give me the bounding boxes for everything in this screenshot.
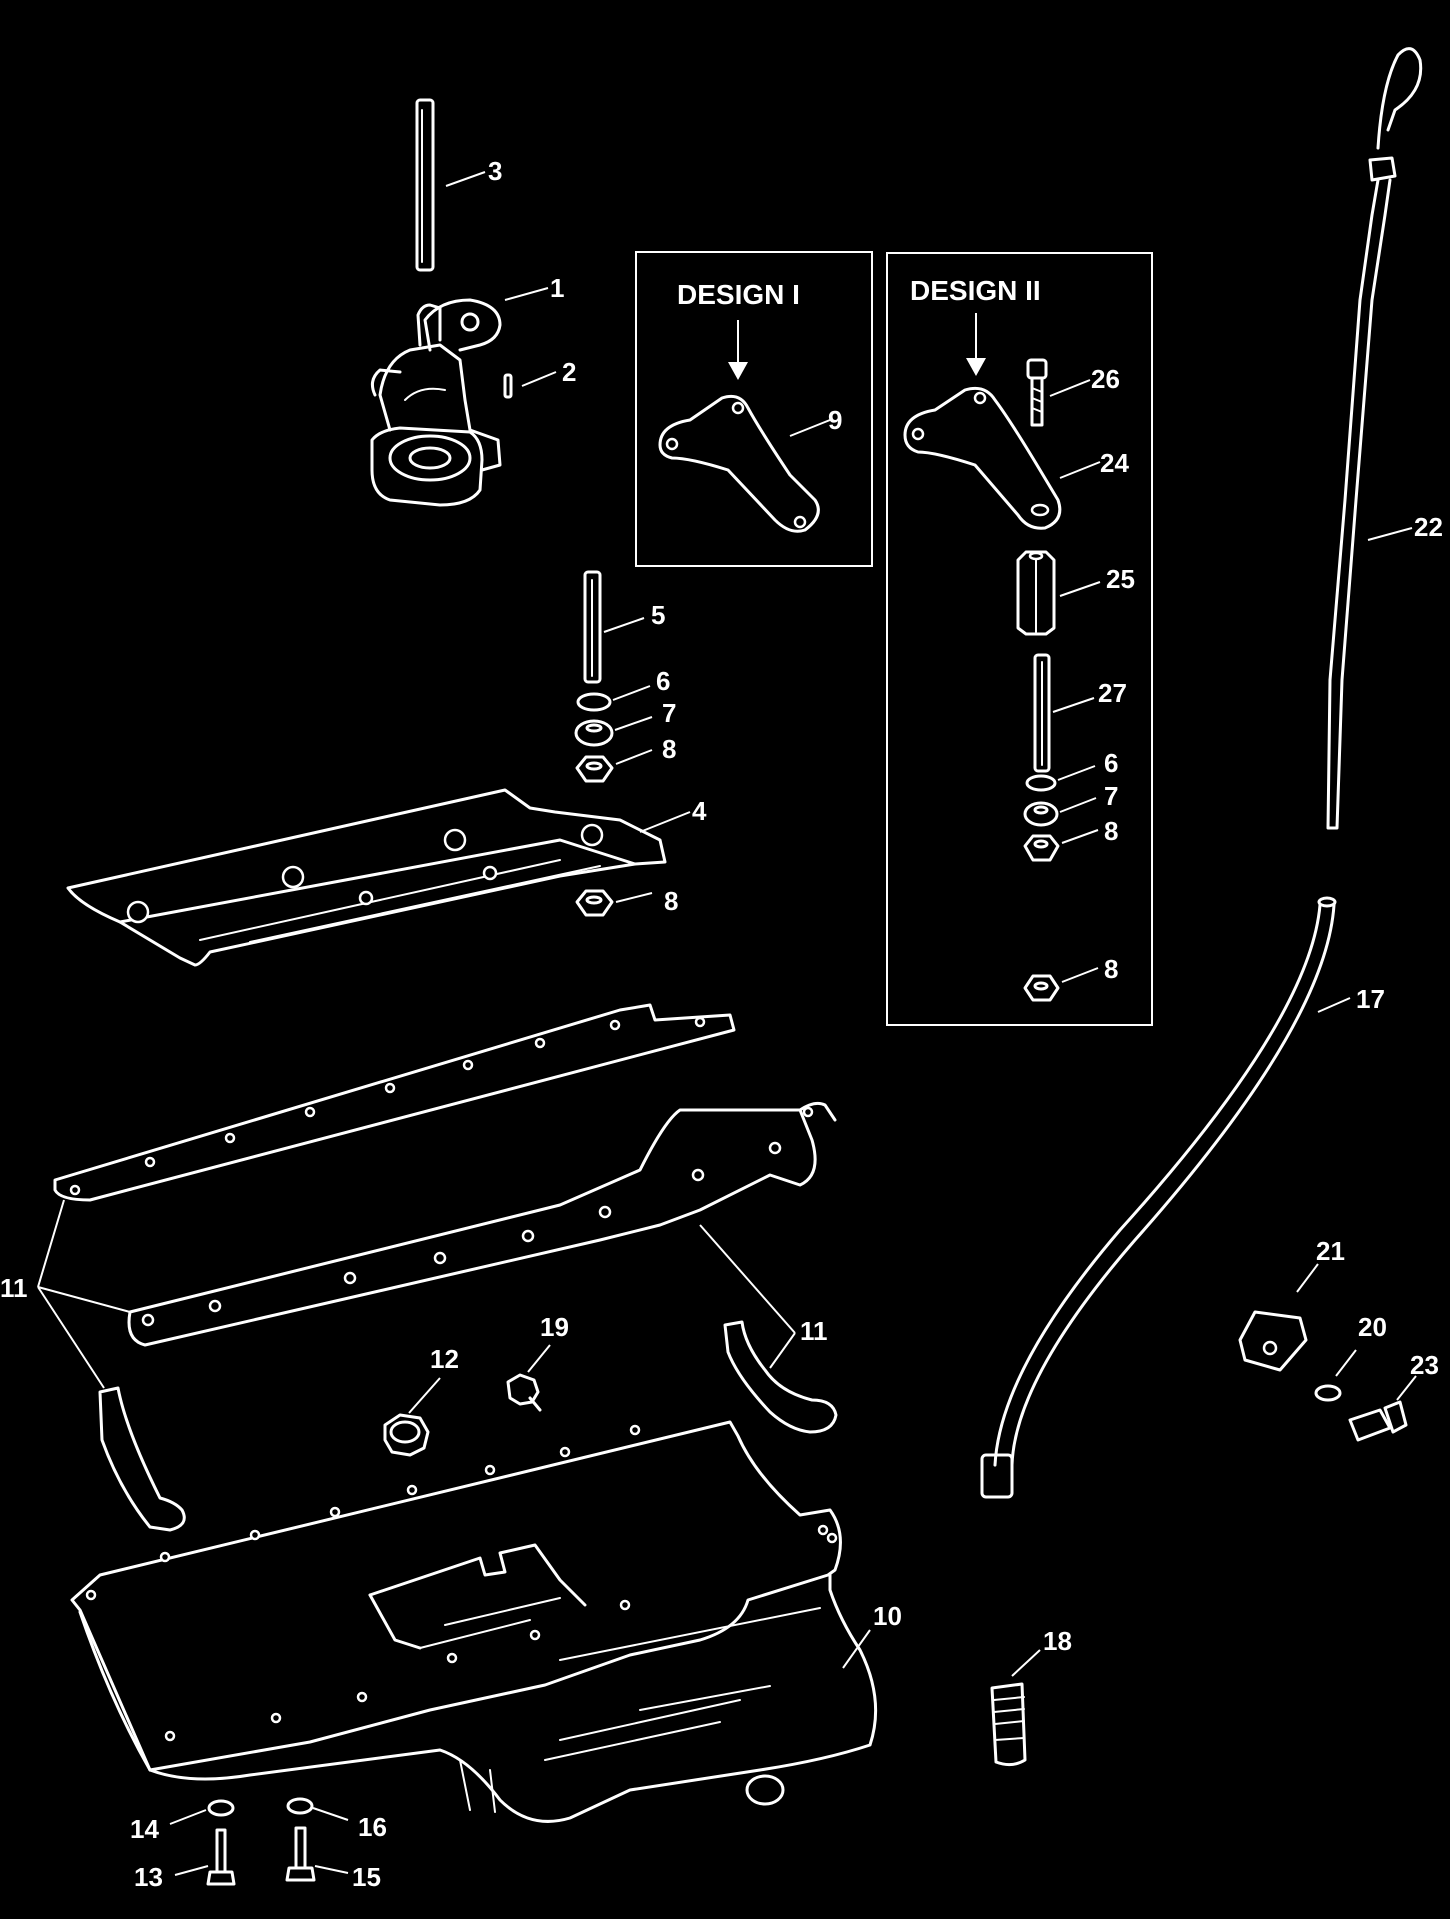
part-2-pin [503,373,513,399]
label-9: 9 [828,405,842,435]
part-10-oil-pan [70,1420,878,1823]
label-19: 19 [540,1312,569,1342]
part-11-gasket-left-upper [53,1003,736,1202]
label-8b: 8 [664,886,678,916]
label-2: 2 [562,357,576,387]
design-1-box: DESIGN I [635,251,873,567]
label-3: 3 [488,156,502,186]
part-8-nut-a [575,755,614,783]
label-24: 24 [1100,448,1129,478]
label-17: 17 [1356,984,1385,1014]
label-15: 15 [352,1862,381,1892]
part-11-seal-right [723,1320,838,1434]
part-9-bracket [658,394,820,533]
label-25: 25 [1106,564,1135,594]
label-23: 23 [1410,1350,1439,1380]
part-11-gasket-right-lower [127,1101,837,1347]
part-14-washer [207,1799,235,1817]
part-11-seal-left [98,1386,186,1532]
label-18: 18 [1043,1626,1072,1656]
part-19-plug [506,1373,542,1412]
part-6-washer [576,692,612,712]
label-11-right: 11 [800,1316,828,1346]
part-8-nut-d2b [1023,974,1060,1002]
label-4: 4 [692,796,707,826]
part-17-dipstick-tube [980,896,1337,1499]
label-5: 5 [651,600,665,630]
part-24-bracket [903,386,1062,530]
design-2-title: DESIGN II [910,275,1041,306]
part-7-lockwasher [574,719,614,747]
part-15-bolt [285,1826,316,1882]
part-3-pickup-tube [415,98,435,272]
label-26: 26 [1091,364,1120,394]
label-8a: 8 [662,734,676,764]
label-1: 1 [550,273,564,303]
part-25-spacer [1016,550,1056,636]
part-23-bolt [1348,1400,1408,1442]
part-4-windage-tray [66,788,667,967]
label-22: 22 [1414,512,1443,542]
part-7-lockwasher-d2 [1023,801,1059,827]
part-8-nut-b [575,889,614,917]
part-13-bolt [206,1828,236,1886]
label-20: 20 [1358,1312,1387,1342]
part-16-washer [286,1797,314,1815]
design-2-box: DESIGN II [886,252,1153,1026]
callout-labels: 3 1 2 9 26 24 25 27 6 7 8 8 5 6 7 8 4 8 … [0,156,1443,1892]
label-21: 21 [1316,1236,1345,1266]
label-14: 14 [130,1814,159,1844]
label-12: 12 [430,1344,459,1374]
label-6: 6 [656,666,670,696]
label-11-left: 11 [0,1273,28,1303]
part-18-fitting [990,1682,1027,1767]
part-27-stud [1033,653,1051,773]
part-6-washer-d2 [1025,774,1057,792]
part-21-clip [1238,1310,1308,1372]
leader-lines [37,171,1417,1876]
label-27: 27 [1098,678,1127,708]
part-22-dipstick [1326,47,1423,830]
label-10: 10 [873,1601,902,1631]
part-8-nut-d2a [1023,834,1060,862]
label-6-d2: 6 [1104,748,1118,778]
part-26-bolt [1026,358,1048,427]
part-5-stud [583,570,602,684]
label-7: 7 [662,698,676,728]
part-1-oil-pump [370,298,502,507]
label-13: 13 [134,1862,163,1892]
design-1-title: DESIGN I [677,279,800,310]
part-20-washer [1314,1384,1342,1402]
label-8-d2a: 8 [1104,816,1118,846]
part-12-plug [383,1413,430,1457]
label-7-d2: 7 [1104,781,1118,811]
label-16: 16 [358,1812,387,1842]
label-8-d2b: 8 [1104,954,1118,984]
